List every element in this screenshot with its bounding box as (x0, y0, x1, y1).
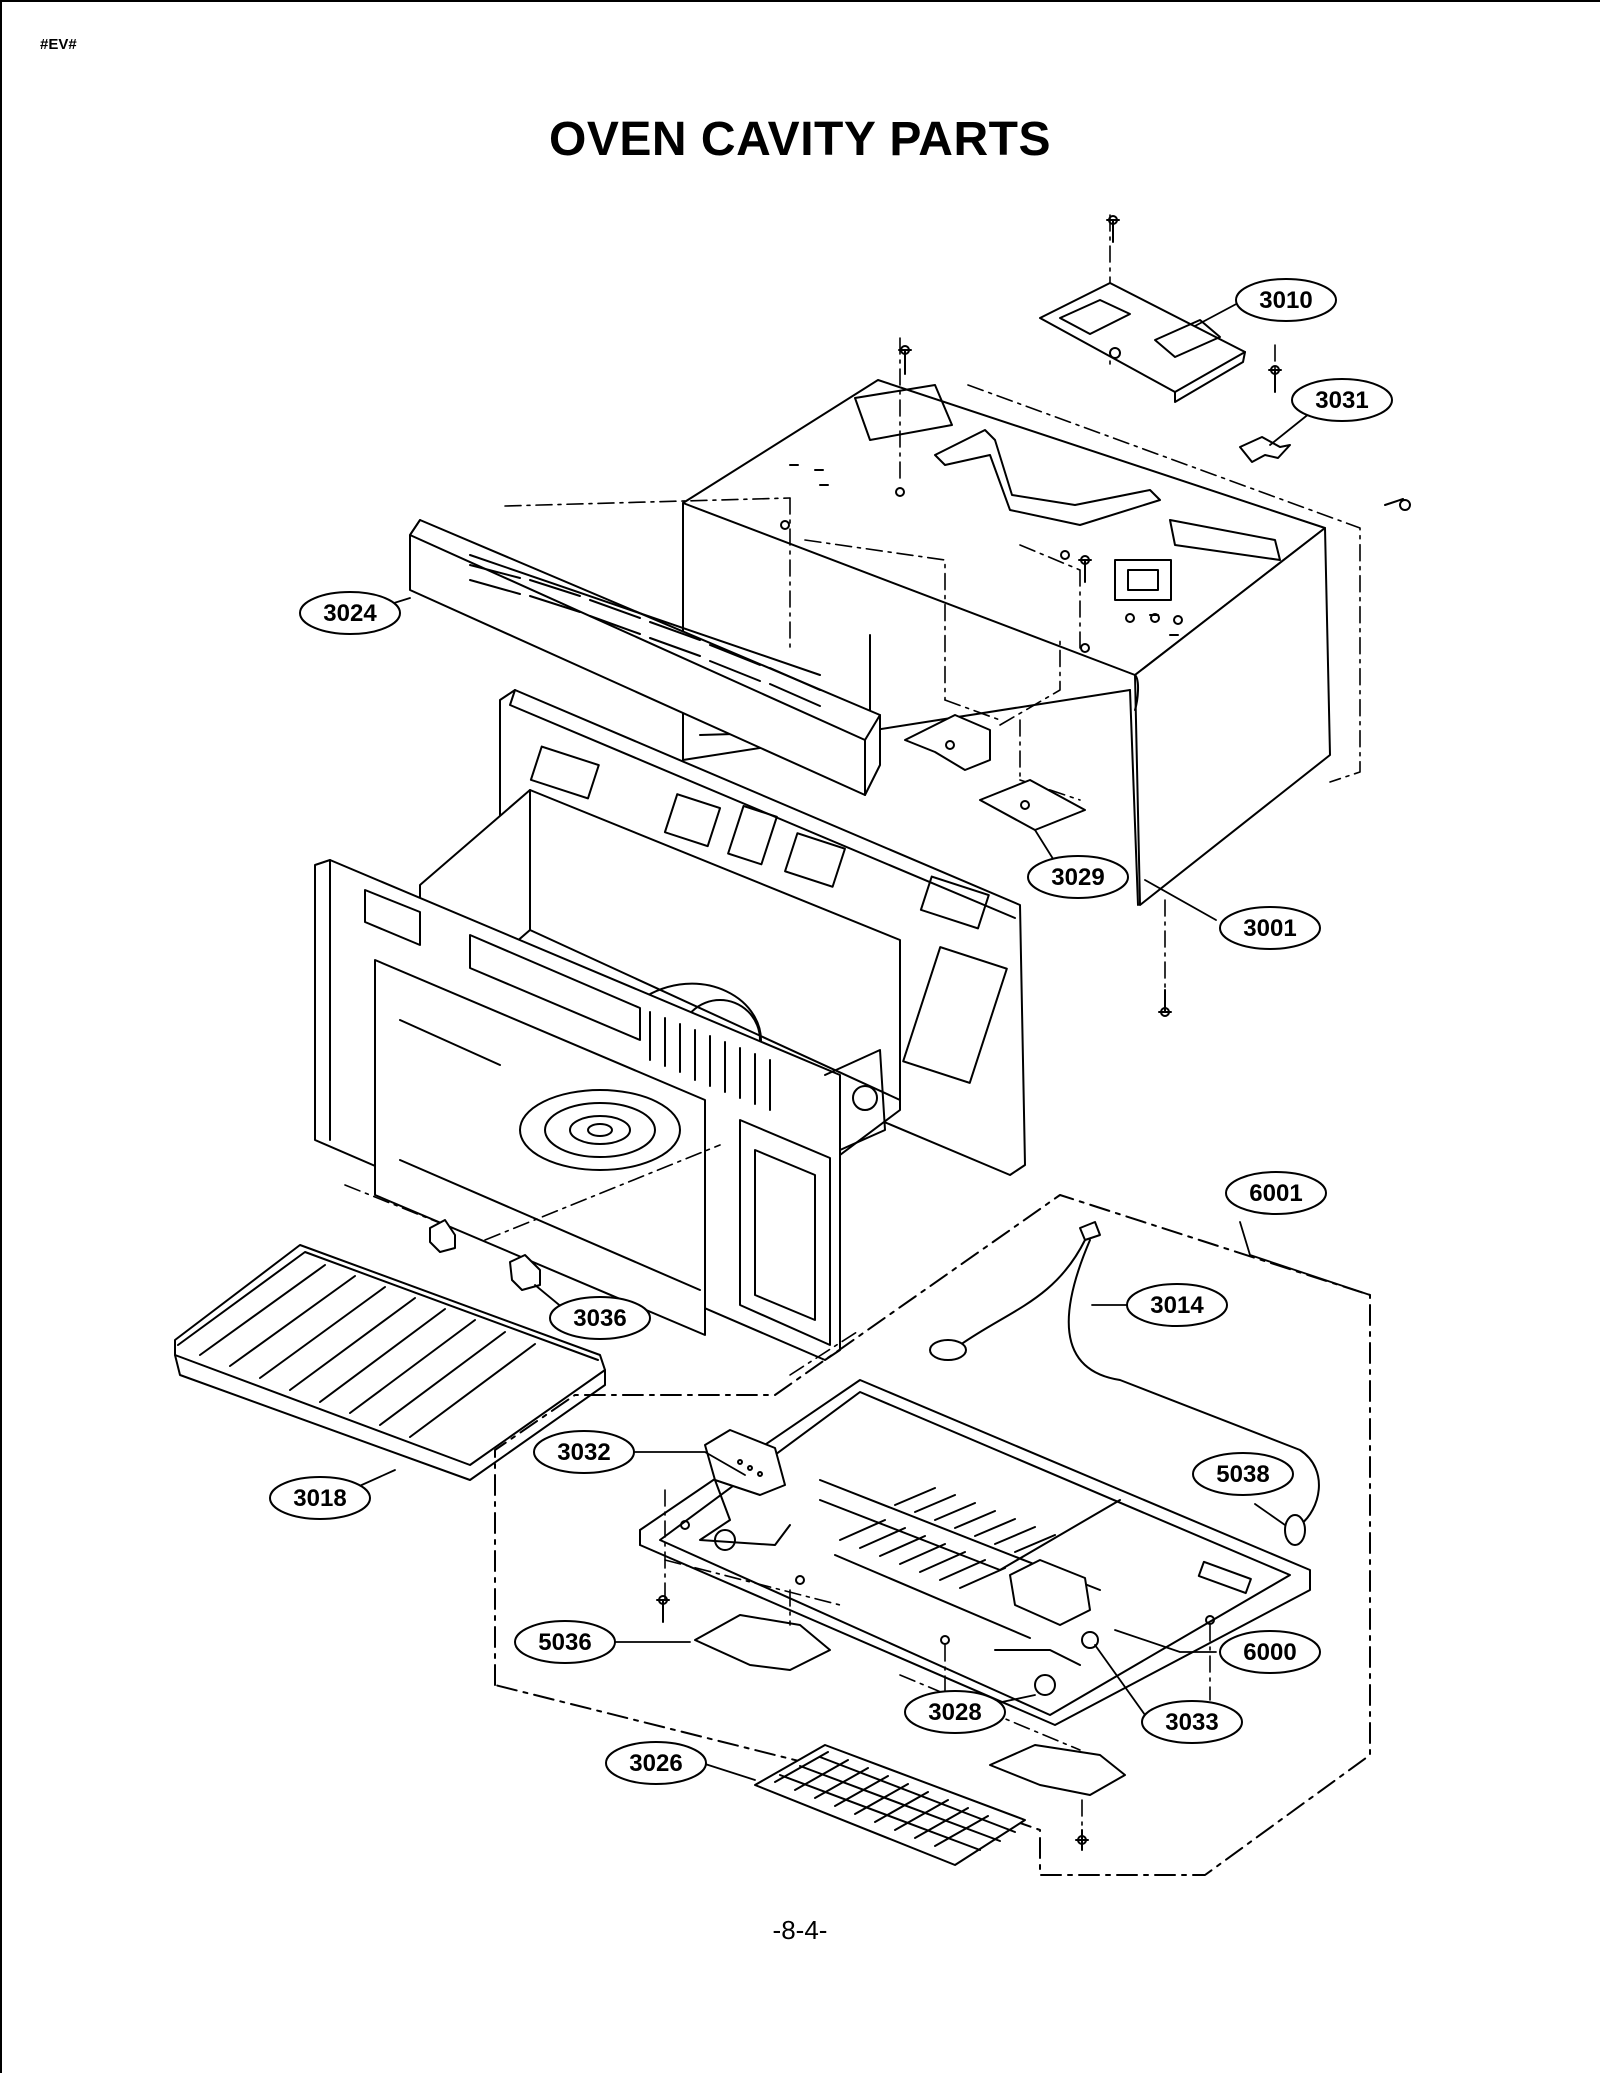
callout-6000: 6000 (1219, 1630, 1321, 1674)
svg-text:3001: 3001 (1243, 915, 1296, 942)
screw-icon (898, 345, 912, 375)
bracket-3031 (1239, 436, 1291, 463)
svg-text:3018: 3018 (293, 1485, 346, 1512)
callout-3026: 3026 (605, 1741, 707, 1785)
svg-text:3028: 3028 (928, 1699, 981, 1726)
screw-icon (1075, 1829, 1089, 1851)
svg-text:3032: 3032 (557, 1439, 610, 1466)
callout-3010: 3010 (1235, 278, 1337, 322)
callout-5036: 5036 (514, 1620, 616, 1664)
callout-3031: 3031 (1291, 378, 1393, 422)
svg-text:5038: 5038 (1216, 1461, 1269, 1488)
callout-6001: 6001 (1225, 1171, 1327, 1215)
svg-text:5036: 5036 (538, 1629, 591, 1656)
svg-text:3014: 3014 (1150, 1292, 1204, 1319)
sensor-wire (929, 1221, 1320, 1546)
svg-text:3029: 3029 (1051, 864, 1104, 891)
callout-3024: 3024 (299, 591, 401, 635)
filter-latches (694, 1614, 1126, 1796)
screws (656, 215, 1411, 1851)
callout-3036: 3036 (549, 1296, 651, 1340)
svg-text:6000: 6000 (1243, 1639, 1296, 1666)
screw-icon (1106, 215, 1120, 243)
page-number: -8-4- (772, 1915, 828, 1945)
lamp-holders (699, 1429, 1099, 1696)
svg-text:3026: 3026 (629, 1750, 682, 1777)
clips-3036 (429, 1219, 541, 1291)
wire-rack (174, 1244, 606, 1481)
screw-icon (1384, 498, 1411, 511)
screw-icon (656, 1595, 670, 1623)
vent-grille (409, 519, 881, 796)
brackets-3029 (904, 714, 1086, 831)
guide-lines-frame (344, 1144, 861, 1376)
page-title: OVEN CAVITY PARTS (549, 113, 1051, 166)
screw-icon (1268, 365, 1282, 393)
callout-3018: 3018 (269, 1476, 371, 1520)
callout-3032: 3032 (533, 1430, 635, 1474)
screw-icon (1158, 989, 1172, 1017)
screw-icon (1078, 555, 1092, 583)
svg-text:3010: 3010 (1259, 287, 1312, 314)
svg-text:3036: 3036 (573, 1305, 626, 1332)
callouts: 3010 3031 3024 3029 3001 6001 3014 3036 … (269, 278, 1393, 1785)
callout-3028: 3028 (904, 1690, 1006, 1734)
callout-5038: 5038 (1192, 1452, 1294, 1496)
svg-text:3024: 3024 (323, 600, 377, 627)
bottom-boundary (494, 1194, 1371, 1876)
grease-filter (754, 1744, 1026, 1866)
document-code: #EV# (40, 36, 77, 53)
svg-text:6001: 6001 (1249, 1180, 1302, 1207)
callout-3014: 3014 (1126, 1283, 1228, 1327)
callout-3033: 3033 (1141, 1700, 1243, 1744)
svg-text:3033: 3033 (1165, 1709, 1218, 1736)
top-plate (1039, 282, 1246, 403)
callout-3029: 3029 (1027, 855, 1129, 899)
callout-3001: 3001 (1219, 906, 1321, 950)
base-plate (639, 1379, 1311, 1726)
svg-text:3031: 3031 (1315, 387, 1368, 414)
